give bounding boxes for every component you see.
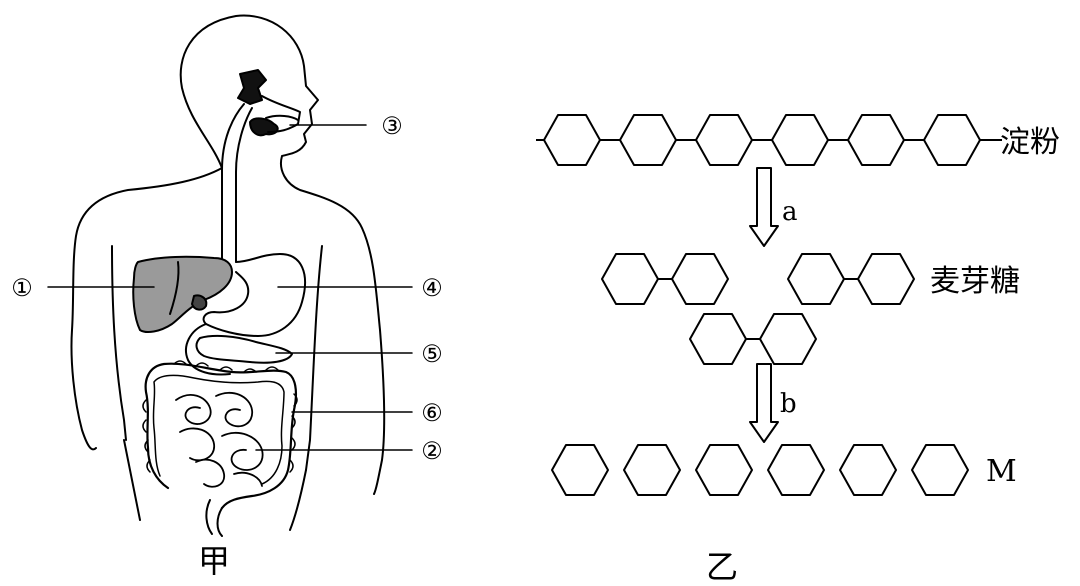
arrow-label-a: a [782,197,798,227]
caption-yi: 乙 [706,548,738,586]
label-m: M [986,454,1017,489]
arrow-label-b: b [780,389,797,419]
label-6: ⑥ [421,399,443,427]
duodenum [185,323,231,376]
label-5: ⑤ [421,340,443,368]
m-glucose-unit [551,444,609,496]
starch-glucose-unit [771,114,829,166]
label-1: ① [11,274,33,302]
liver-lobe-divider [169,261,180,315]
starch-digestion-diagram [536,114,1002,496]
label-starch: 淀粉 [1000,125,1060,160]
starch-glucose-unit [619,114,677,166]
m-glucose-unit [695,444,753,496]
m-glucose-unit [839,444,897,496]
starch-glucose-unit [923,114,981,166]
body-outline [179,14,386,495]
colon-haustra [142,360,298,473]
caption-jia: 甲 [198,542,230,580]
maltose-glucose-unit [759,313,817,365]
label-maltose: 麦芽糖 [930,264,1020,299]
left-arm-line [111,245,127,441]
rectum [205,499,223,537]
tongue [265,114,299,121]
pancreas [195,334,293,364]
m-glucose-unit [767,444,825,496]
lower-right-body [289,469,307,531]
right-arm-line [305,245,323,471]
m-glucose-unit [623,444,681,496]
maltose-glucose-unit [671,253,729,305]
arrow-b [749,363,779,443]
salivary-gland-upper [237,69,267,105]
liver [132,255,233,333]
starch-glucose-unit [847,114,905,166]
m-glucose-unit [911,444,969,496]
stomach [202,253,306,337]
body-left-side [70,167,223,451]
large-intestine-inner [152,374,285,485]
starch-glucose-unit [543,114,601,166]
gallbladder [191,294,208,311]
large-intestine [144,362,297,510]
esophagus-right [235,107,253,263]
label-2: ② [421,437,443,465]
maltose-glucose-unit [601,253,659,305]
oral-cavity [261,95,301,133]
label-3: ③ [381,112,403,140]
maltose-glucose-unit [857,253,915,305]
human-digestive-system [47,14,413,537]
maltose-glucose-unit [787,253,845,305]
label-4: ④ [421,274,443,302]
starch-glucose-unit [695,114,753,166]
lower-left-body [123,439,141,521]
arrow-a [749,167,779,247]
maltose-glucose-unit [689,313,747,365]
esophagus-left [221,103,245,263]
small-intestine [175,391,264,488]
